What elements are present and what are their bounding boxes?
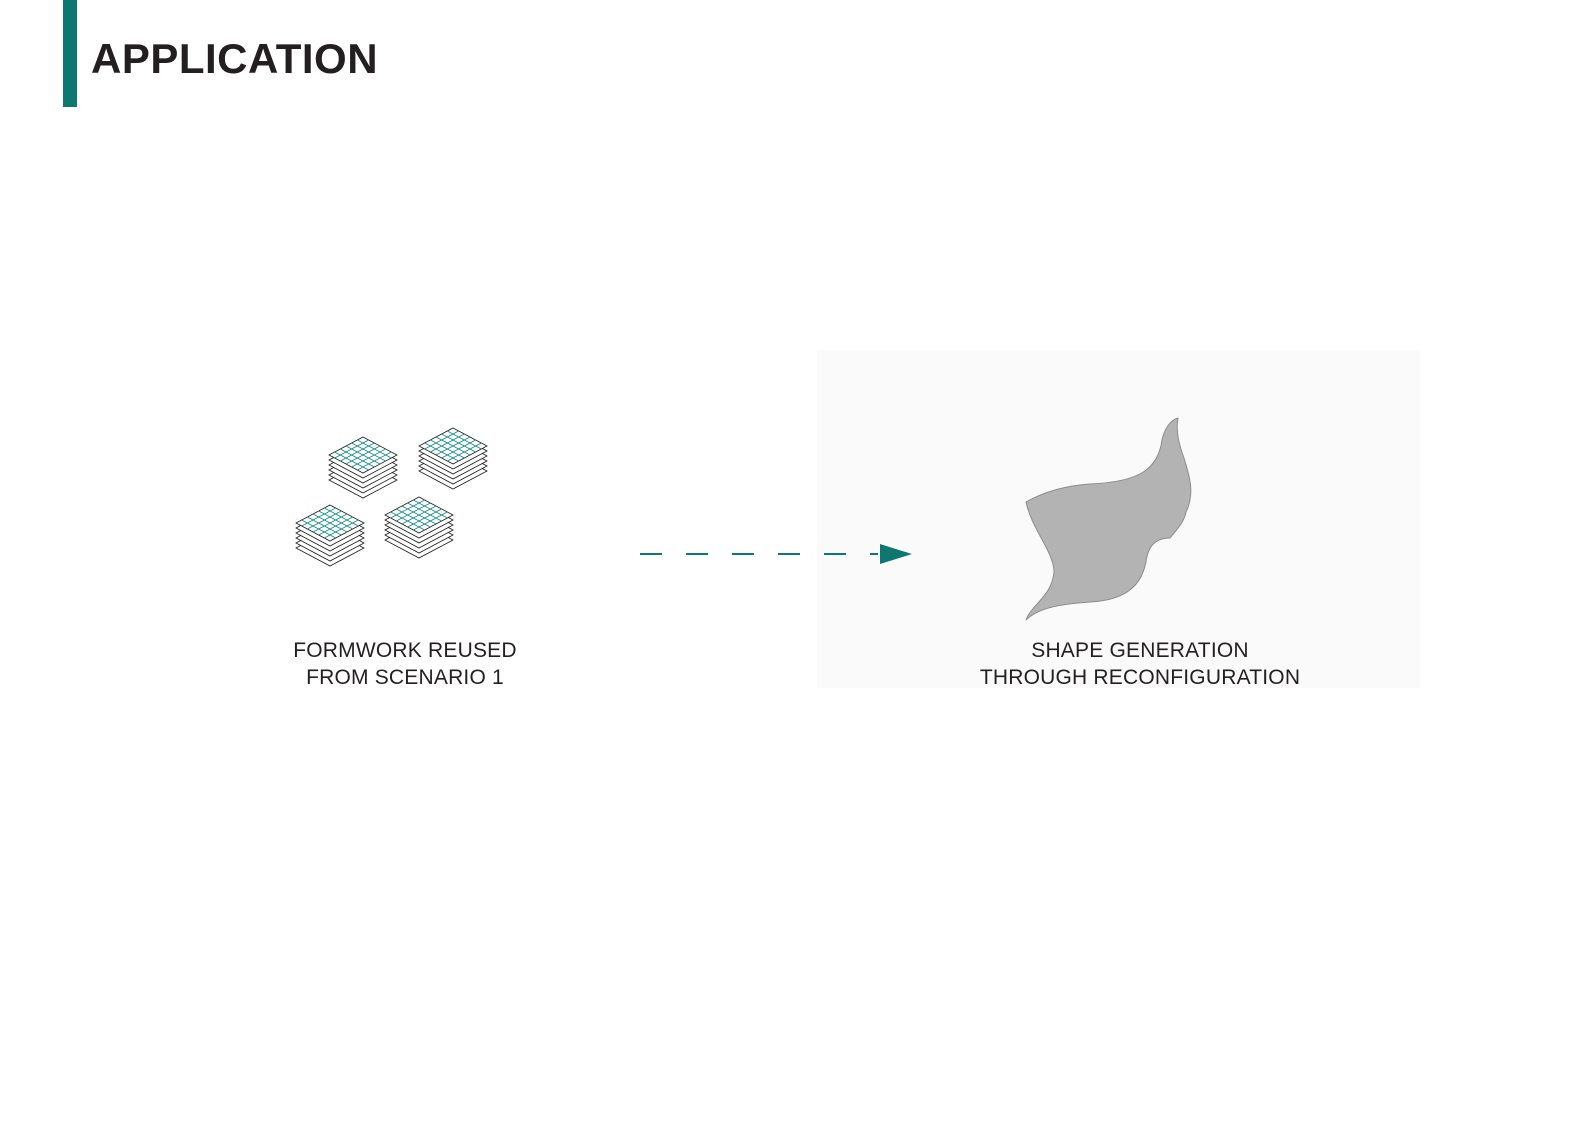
source-caption-line-1: FORMWORK REUSED	[293, 639, 517, 662]
result-caption-line-1: SHAPE GENERATION	[1031, 639, 1249, 662]
source-caption-line-2: FROM SCENARIO 1	[306, 666, 504, 689]
free-form-surface-icon	[1025, 417, 1192, 621]
result-caption-line-2: THROUGH RECONFIGURATION	[979, 666, 1301, 689]
arrow-head	[880, 544, 912, 564]
result-caption: SHAPE GENERATION THROUGH RECONFIGURATION	[960, 637, 1320, 691]
title-accent-bar	[63, 0, 77, 107]
free-form-surface	[1025, 417, 1192, 621]
formwork-grid-line	[301, 519, 336, 539]
formwork-stack	[418, 427, 488, 490]
source-caption: FORMWORK REUSED FROM SCENARIO 1	[270, 637, 540, 691]
formwork-grid-line	[424, 442, 459, 462]
formwork-grid-line	[390, 511, 425, 531]
formwork-stack	[328, 436, 398, 499]
dashed-arrow-icon	[640, 544, 912, 564]
page-title: APPLICATION	[91, 35, 379, 82]
stacked-grid-formwork-icon	[295, 427, 488, 567]
formwork-grid-line	[334, 451, 369, 471]
formwork-stack	[295, 504, 365, 567]
formwork-stack	[384, 496, 454, 559]
